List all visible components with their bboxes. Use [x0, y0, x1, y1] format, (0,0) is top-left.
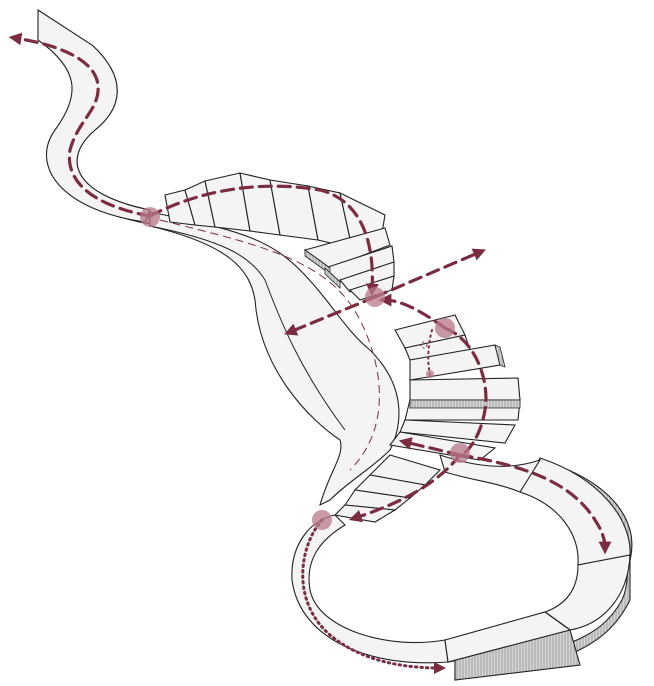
- node-small: [426, 370, 434, 378]
- tread: [410, 378, 520, 400]
- node-middle: [365, 287, 385, 307]
- node-upper: [140, 207, 160, 227]
- upper-ramp-top: [38, 10, 150, 222]
- node-right: [435, 318, 455, 338]
- node-bottom: [312, 510, 332, 530]
- tread-riser: [410, 400, 520, 408]
- upper-ramp: [38, 10, 150, 224]
- node-lower: [450, 443, 470, 463]
- ring-inner-band: [292, 515, 448, 663]
